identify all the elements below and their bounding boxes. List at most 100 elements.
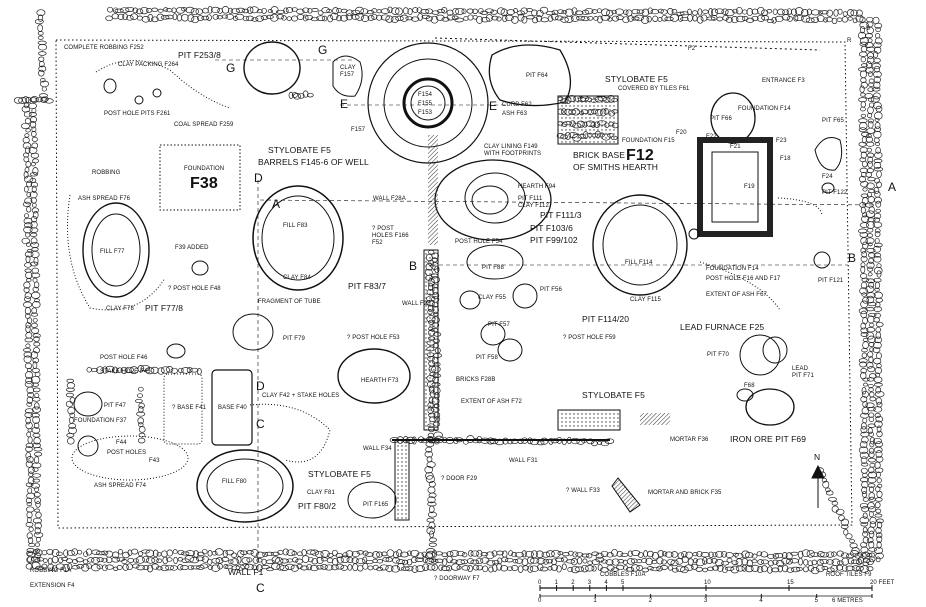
label-pit-f70: PIT F70 bbox=[707, 352, 729, 358]
stone bbox=[326, 557, 334, 564]
stone bbox=[221, 557, 230, 562]
stone bbox=[190, 565, 201, 570]
stone bbox=[611, 9, 617, 15]
stone bbox=[345, 550, 354, 557]
stone bbox=[119, 7, 130, 14]
stone bbox=[391, 7, 400, 15]
stone bbox=[68, 423, 77, 429]
stone bbox=[309, 565, 319, 572]
stone bbox=[275, 9, 286, 14]
stone bbox=[332, 7, 339, 15]
stone bbox=[367, 565, 374, 571]
stone bbox=[126, 15, 134, 21]
stone bbox=[868, 506, 877, 513]
stone bbox=[862, 497, 869, 502]
stone bbox=[823, 17, 829, 23]
stone bbox=[574, 10, 584, 16]
label-foundation-f15: FOUNDATION F15 bbox=[622, 138, 675, 144]
stone bbox=[637, 551, 644, 558]
stone bbox=[201, 548, 208, 555]
stone bbox=[570, 565, 580, 574]
stone bbox=[461, 8, 467, 15]
stone bbox=[741, 564, 748, 572]
stone bbox=[26, 492, 36, 500]
stone bbox=[858, 97, 867, 103]
stone bbox=[201, 15, 210, 21]
stone bbox=[86, 367, 92, 373]
stone bbox=[246, 6, 254, 14]
stone bbox=[774, 15, 784, 23]
stone bbox=[25, 161, 32, 168]
stone bbox=[71, 565, 80, 570]
stone bbox=[150, 366, 159, 374]
stone bbox=[801, 549, 811, 558]
stone bbox=[160, 366, 170, 374]
north-arrow-head bbox=[811, 464, 825, 479]
stone bbox=[527, 565, 534, 573]
label-brick-base: BRICK BASE bbox=[573, 150, 626, 160]
stone bbox=[31, 247, 39, 252]
stone bbox=[866, 295, 875, 304]
stone bbox=[735, 565, 745, 572]
stone bbox=[30, 242, 40, 248]
stone bbox=[385, 15, 394, 23]
stone bbox=[145, 367, 155, 375]
stone bbox=[426, 548, 436, 554]
stone bbox=[860, 265, 866, 274]
stone bbox=[22, 201, 31, 207]
label-f68: F68 bbox=[744, 383, 755, 389]
stone bbox=[145, 8, 153, 13]
stone bbox=[756, 14, 766, 22]
stone bbox=[386, 549, 395, 558]
stone bbox=[874, 237, 880, 244]
stone bbox=[424, 558, 435, 564]
stone bbox=[37, 31, 44, 36]
stone bbox=[66, 378, 74, 383]
stone bbox=[587, 15, 594, 21]
stone bbox=[292, 557, 299, 563]
pit-f79 bbox=[232, 313, 274, 351]
stone bbox=[429, 530, 434, 538]
stone bbox=[24, 118, 31, 124]
stone bbox=[242, 15, 250, 22]
stone bbox=[861, 462, 869, 467]
stone bbox=[532, 16, 539, 24]
stone bbox=[491, 550, 498, 557]
label-post-hole-f59: ? POST HOLE F59 bbox=[563, 335, 616, 341]
scale-tick-feet: 0 bbox=[538, 580, 542, 586]
stone bbox=[868, 188, 876, 194]
stone bbox=[225, 549, 234, 556]
stone bbox=[25, 482, 34, 487]
stone bbox=[742, 9, 748, 15]
stone bbox=[874, 33, 881, 39]
stone bbox=[414, 557, 425, 562]
label-pit-f83: PIT F83/7 bbox=[348, 281, 387, 291]
stone bbox=[700, 14, 708, 22]
stone bbox=[861, 390, 869, 398]
label-extension-f4: EXTENSION F4 bbox=[30, 583, 75, 589]
stone bbox=[554, 15, 564, 21]
stone bbox=[320, 557, 328, 562]
stone bbox=[502, 14, 508, 23]
stone bbox=[399, 14, 409, 22]
stone bbox=[643, 550, 648, 558]
stone bbox=[616, 15, 624, 20]
stone bbox=[750, 564, 760, 572]
stone bbox=[595, 552, 604, 559]
pit-f88 bbox=[466, 244, 524, 280]
stone bbox=[873, 187, 880, 194]
stone bbox=[267, 9, 273, 14]
stone bbox=[874, 37, 883, 45]
stone bbox=[859, 565, 870, 573]
stone bbox=[25, 416, 31, 425]
stone bbox=[21, 122, 30, 130]
stone bbox=[163, 7, 169, 12]
label-pit-f121: PIT F121 bbox=[818, 278, 844, 284]
stone bbox=[680, 16, 689, 22]
stone bbox=[567, 550, 574, 556]
stone bbox=[861, 422, 867, 430]
stone bbox=[485, 8, 494, 14]
stone bbox=[767, 560, 774, 567]
stone bbox=[301, 555, 310, 563]
stone bbox=[845, 565, 855, 571]
